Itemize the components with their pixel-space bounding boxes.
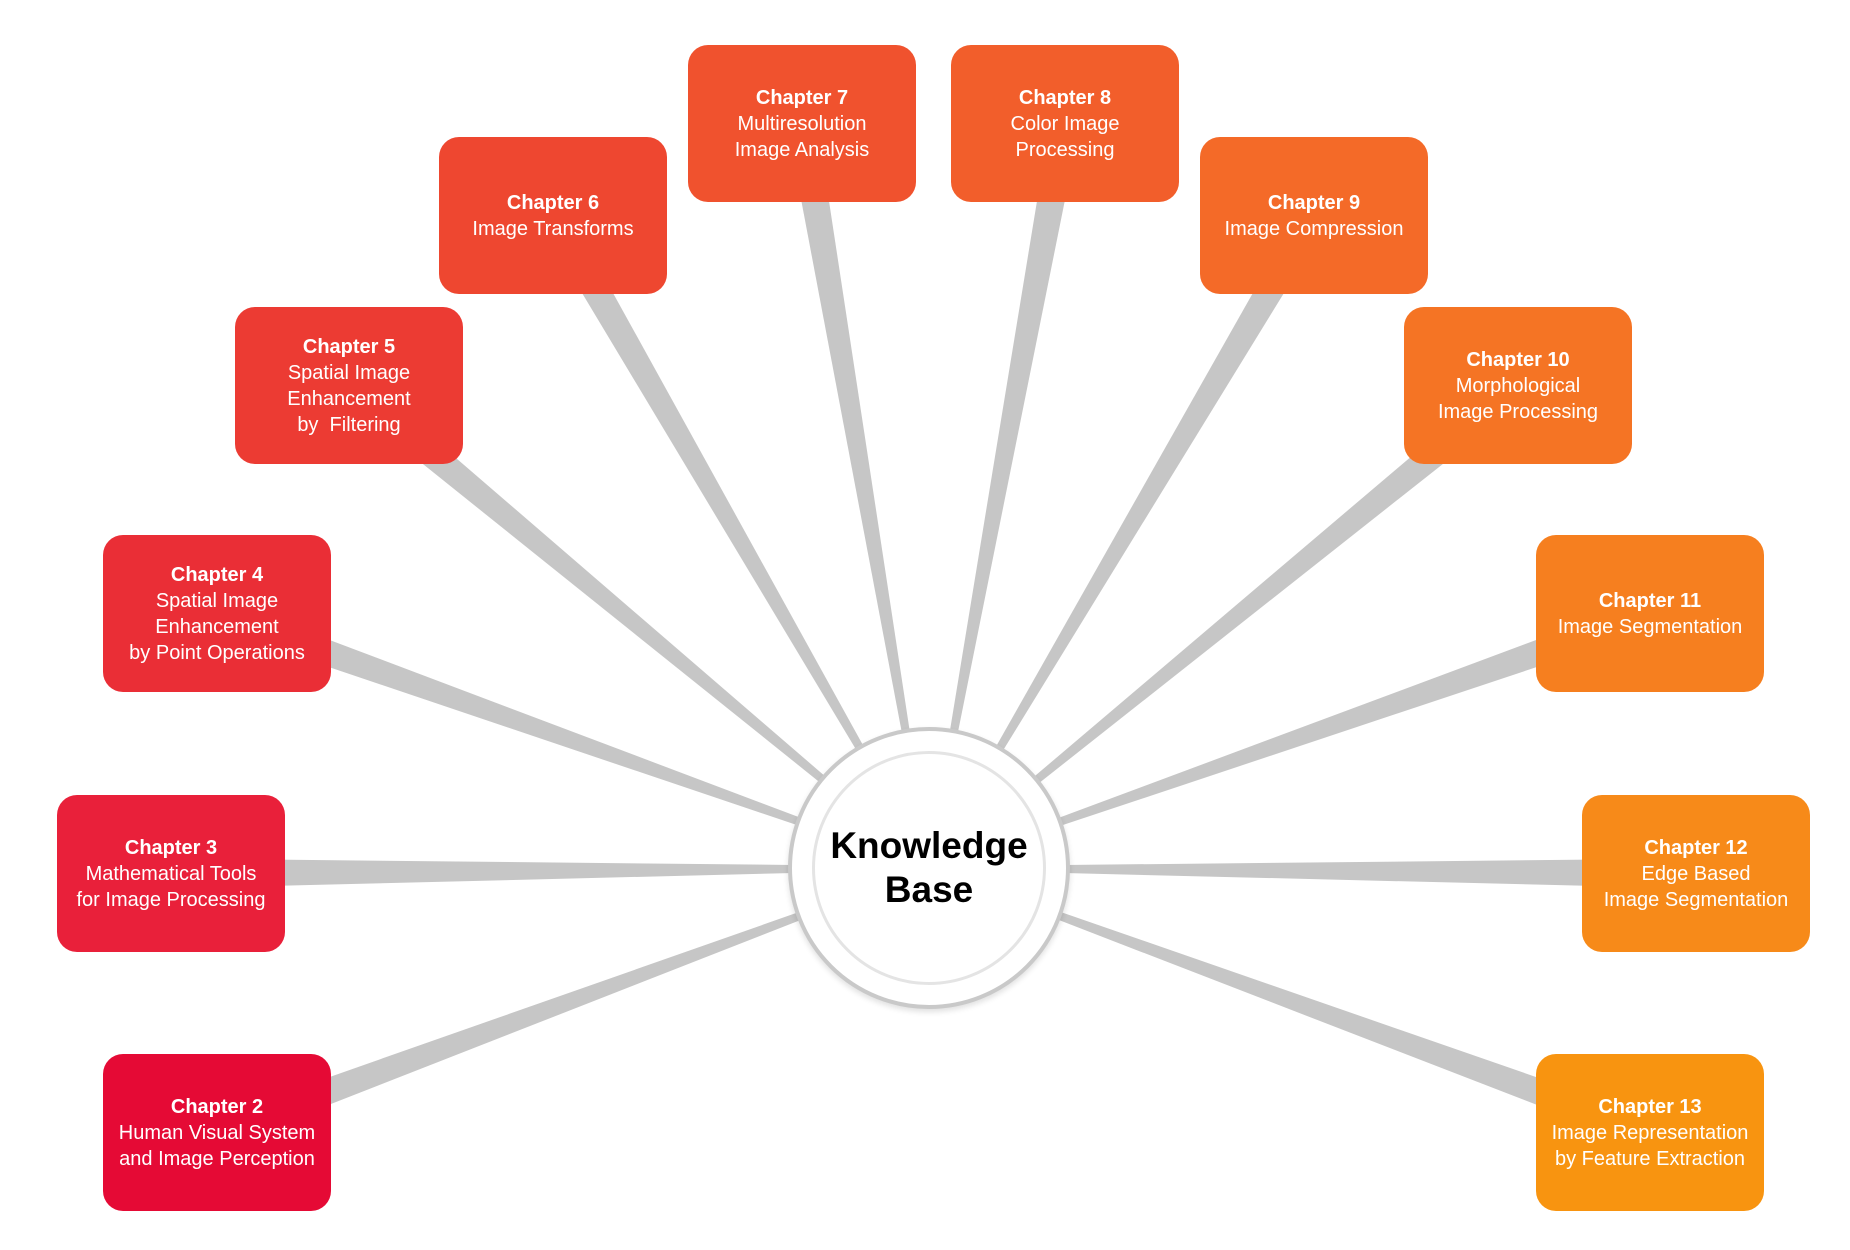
chapter-number-label: Chapter 2 xyxy=(170,1095,264,1118)
chapter-title-line: Human Visual System xyxy=(118,1121,316,1144)
connector-chapter-13 xyxy=(1054,910,1656,1147)
connector-chapter-12 xyxy=(1064,858,1697,889)
chapter-title-line: Image Segmentation xyxy=(1603,888,1789,911)
connector-chapter-2 xyxy=(211,911,804,1147)
chapter-number-label: Chapter 7 xyxy=(755,86,849,109)
chapter-box-11[interactable]: Chapter 11 Image Segmentation xyxy=(1536,535,1764,692)
chapter-box-3[interactable]: Chapter 3 Mathematical Tools for Image Pro… xyxy=(57,795,285,952)
chapter-title-line: Image Representation xyxy=(1551,1121,1749,1144)
connector-chapter-5 xyxy=(339,374,828,785)
chapter-title-line: Morphological xyxy=(1455,374,1581,397)
chapter-title-line: Spatial Image xyxy=(155,589,279,612)
chapter-title-line: Image Transforms xyxy=(472,217,634,240)
chapter-title-line: for Image Processing xyxy=(76,888,266,911)
connector-chapter-11 xyxy=(1055,599,1655,827)
chapter-title-line: Image Processing xyxy=(1437,400,1599,423)
chapter-title-line: Multiresolution xyxy=(737,112,867,135)
chapter-title-line: and Image Perception xyxy=(119,1147,315,1170)
chapter-box-2[interactable]: Chapter 2 Human Visual System and Image Pe… xyxy=(103,1054,331,1211)
connector-chapter-9 xyxy=(994,207,1327,754)
connector-chapter-10 xyxy=(1030,373,1528,786)
chapter-number-label: Chapter 13 xyxy=(1598,1095,1702,1118)
chapter-number-label: Chapter 9 xyxy=(1267,191,1361,214)
chapter-title-line: Spatial Image xyxy=(287,361,411,384)
chapter-title-line: Mathematical Tools xyxy=(85,862,257,885)
connector-chapter-3 xyxy=(170,858,794,889)
connector-chapter-6 xyxy=(540,208,866,753)
chapter-title-line: by Point Operations xyxy=(129,641,305,664)
chapter-title-line: Color Image xyxy=(1010,112,1120,135)
connector-chapter-4 xyxy=(212,599,804,827)
chapter-number-label: Chapter 10 xyxy=(1466,348,1570,371)
chapter-box-6[interactable]: Chapter 6 Image Transforms xyxy=(439,137,667,294)
chapter-title-line: Image Analysis xyxy=(734,138,870,161)
chapter-number-label: Chapter 11 xyxy=(1598,589,1702,612)
chapter-title-line: Edge Based xyxy=(1641,862,1751,885)
chapter-number-label: Chapter 12 xyxy=(1644,836,1748,859)
chapter-box-13[interactable]: Chapter 13 Image Representation by Feature… xyxy=(1536,1054,1764,1211)
chapter-title-line: Image Compression xyxy=(1224,217,1404,240)
connector-chapter-7 xyxy=(787,121,911,736)
chapter-number-label: Chapter 5 xyxy=(302,335,396,358)
chapter-title-line: Enhancement xyxy=(287,387,411,410)
connector-chapter-8 xyxy=(949,120,1080,736)
chapter-number-label: Chapter 3 xyxy=(124,836,218,859)
hub-title-line-2: Base xyxy=(884,869,974,910)
chapter-number-label: Chapter 4 xyxy=(170,563,264,586)
chapter-title-line: by Feature Extraction xyxy=(1554,1147,1746,1170)
chapter-number-label: Chapter 6 xyxy=(506,191,600,214)
chapter-number-label: Chapter 8 xyxy=(1018,86,1112,109)
chapter-title-line: Image Segmentation xyxy=(1557,615,1743,638)
chapter-title-line: Enhancement xyxy=(155,615,279,638)
chapter-title-line: by Filtering xyxy=(297,413,401,436)
chapter-box-9[interactable]: Chapter 9 Image Compression xyxy=(1200,137,1428,294)
hub-inner-ring: Knowledge Base xyxy=(812,751,1046,985)
hub-title-line-1: Knowledge xyxy=(830,825,1028,866)
knowledge-base-hub[interactable]: Knowledge Base xyxy=(788,727,1070,1009)
chapter-title-line: Processing xyxy=(1015,138,1115,161)
